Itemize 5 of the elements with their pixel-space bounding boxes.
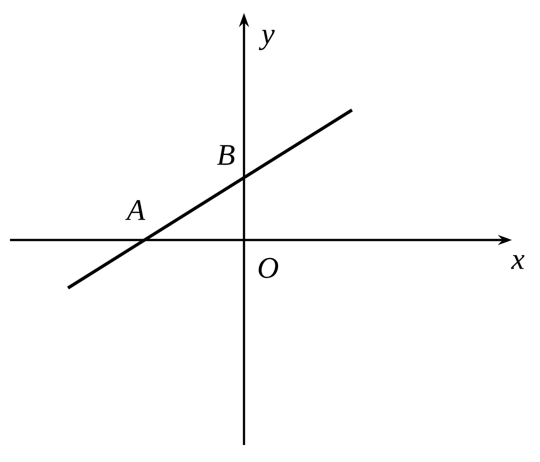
point-label: B	[217, 145, 235, 165]
origin-label: O	[258, 258, 278, 278]
axis-label: y	[258, 30, 275, 50]
axis-label: x	[510, 255, 524, 269]
point-label: A	[125, 200, 146, 220]
